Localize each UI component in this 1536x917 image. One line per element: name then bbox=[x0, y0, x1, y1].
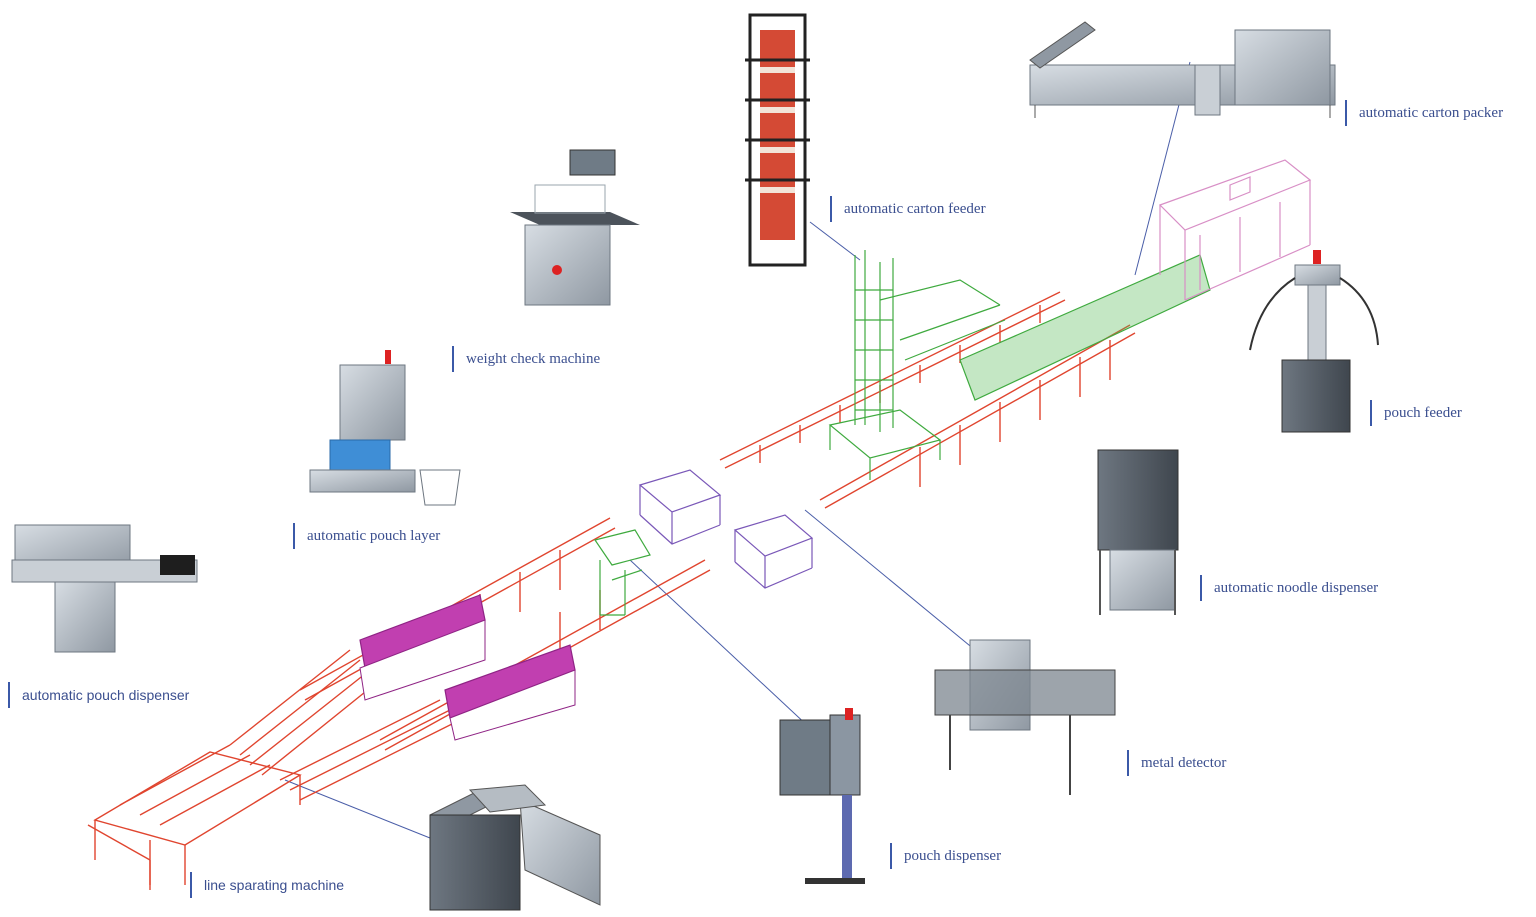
detector-outlines bbox=[638, 469, 814, 589]
conveyor-line-red bbox=[87, 291, 1136, 890]
pouch-dispenser-machine-bottom bbox=[779, 708, 865, 884]
leader-lines bbox=[284, 61, 1191, 841]
metal-detector-machine bbox=[934, 639, 1116, 795]
pouch-layer-machine bbox=[309, 350, 461, 506]
label-automatic-pouch-dispenser: automatic pouch dispenser bbox=[8, 682, 189, 708]
label-pouch-feeder: pouch feeder bbox=[1370, 400, 1462, 426]
label-pouch-dispenser: pouch dispenser bbox=[890, 843, 1001, 869]
weight-check-machine bbox=[510, 149, 640, 306]
carton-section-green bbox=[828, 250, 1211, 480]
noodle-dispenser-machine bbox=[1097, 449, 1179, 615]
label-metal-detector: metal detector bbox=[1127, 750, 1226, 776]
pouch-dispenser-green-outline bbox=[594, 529, 651, 616]
line-separating-machine bbox=[429, 784, 601, 911]
label-line-separating-machine: line sparating machine bbox=[190, 872, 344, 898]
label-automatic-carton-feeder: automatic carton feeder bbox=[830, 196, 986, 222]
label-automatic-carton-packer: automatic carton packer bbox=[1345, 100, 1503, 126]
label-weight-check-machine: weight check machine bbox=[452, 346, 600, 372]
carton-feeder-machine bbox=[745, 13, 810, 267]
pouch-dispenser-machine-left bbox=[11, 524, 198, 653]
carton-packer-outline bbox=[1158, 159, 1312, 301]
pouch-feeder-machine bbox=[1249, 250, 1379, 433]
carton-packer-machine bbox=[1029, 21, 1336, 118]
cooling-tunnels bbox=[359, 594, 576, 741]
label-automatic-noodle-dispenser: automatic noodle dispenser bbox=[1200, 575, 1378, 601]
label-automatic-pouch-layer: automatic pouch layer bbox=[293, 523, 440, 549]
